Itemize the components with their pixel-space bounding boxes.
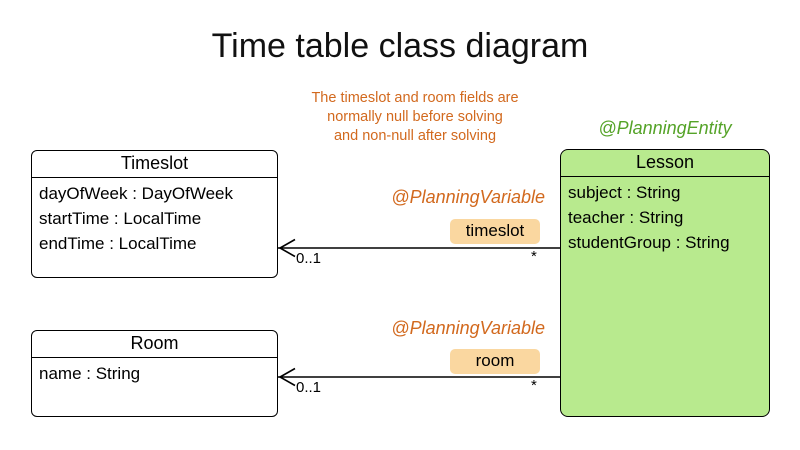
attribute-row: teacher : String: [568, 208, 684, 227]
field-badge-timeslot: timeslot: [450, 219, 540, 244]
class-box-room: Room name : String: [31, 330, 278, 417]
class-attributes-room: name : String: [32, 358, 277, 389]
solving-note: The timeslot and room fields are normall…: [255, 89, 575, 146]
note-line-2: normally null before solving: [327, 109, 503, 125]
timeslot-association-line: [278, 238, 560, 258]
attribute-row: subject : String: [568, 183, 681, 202]
open-arrowhead-icon: [278, 367, 296, 387]
open-arrowhead-icon: [278, 238, 296, 258]
class-attributes-timeslot: dayOfWeek : DayOfWeek startTime : LocalT…: [32, 178, 277, 259]
class-name-room: Room: [32, 331, 277, 358]
multiplicity-timeslot-target: 0..1: [296, 250, 322, 267]
attribute-row: studentGroup : String: [568, 233, 730, 252]
class-name-timeslot: Timeslot: [32, 151, 277, 178]
multiplicity-room-source: *: [531, 377, 537, 394]
class-box-timeslot: Timeslot dayOfWeek : DayOfWeek startTime…: [31, 150, 278, 278]
class-name-lesson: Lesson: [561, 150, 769, 177]
attribute-row: dayOfWeek : DayOfWeek: [39, 184, 233, 203]
class-attributes-lesson: subject : String teacher : String studen…: [561, 177, 769, 258]
attribute-row: startTime : LocalTime: [39, 209, 202, 228]
multiplicity-timeslot-source: *: [531, 248, 537, 265]
attribute-row: endTime : LocalTime: [39, 234, 197, 253]
planning-variable-annotation-timeslot: @PlanningVariable: [391, 187, 545, 207]
note-line-1: The timeslot and room fields are: [311, 90, 519, 106]
planning-variable-annotation-room: @PlanningVariable: [391, 318, 545, 338]
room-association-line: [278, 367, 560, 387]
diagram-title: Time table class diagram: [211, 27, 589, 65]
multiplicity-room-target: 0..1: [296, 379, 322, 396]
field-badge-room: room: [450, 349, 540, 374]
class-box-lesson: Lesson subject : String teacher : String…: [560, 149, 770, 417]
note-line-3: and non-null after solving: [333, 128, 497, 144]
planning-entity-annotation: @PlanningEntity: [598, 118, 732, 138]
attribute-row: name : String: [39, 364, 141, 383]
